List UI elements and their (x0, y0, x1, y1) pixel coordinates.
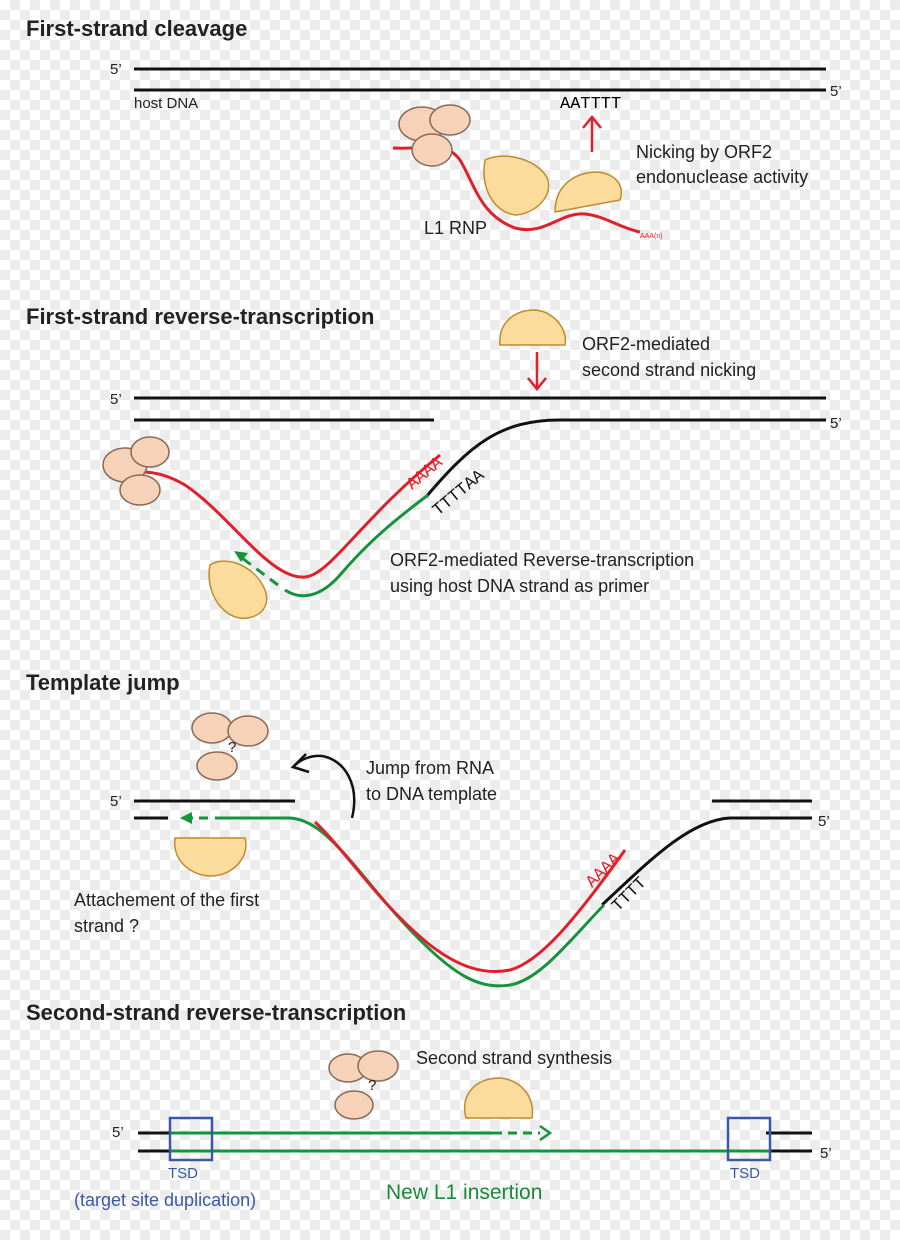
first-strand-cdna (284, 493, 429, 598)
cdna-arrowhead (180, 812, 192, 824)
l1-rna-strand (313, 820, 627, 974)
jump-arrowhead (290, 753, 310, 774)
orf1-protein-trimer (102, 436, 170, 506)
section-title: Template jump (26, 670, 180, 695)
polya-sequence: AAAA (404, 453, 448, 494)
l1-rnp-label: L1 RNP (424, 218, 487, 238)
five-prime-label: 5’ (820, 1145, 832, 1162)
polya-tail-label: AAA(n) (640, 233, 663, 240)
section-second-strand-rt: Second-strand reverse-transcription ? Se… (26, 1000, 832, 1210)
jump-label-line1: Jump from RNA (366, 758, 494, 778)
rt-label-line1: ORF2-mediated Reverse-transcription (390, 550, 694, 570)
cdna-arrowhead (234, 551, 248, 562)
jump-label-line2: to DNA template (366, 784, 497, 804)
tsd-box-right (726, 1116, 772, 1162)
host-dna-label: host DNA (134, 95, 198, 112)
attach-label-line2: strand ? (74, 916, 139, 936)
orf2-protein (499, 309, 567, 346)
orf2-protein (483, 155, 550, 216)
five-prime-label: 5’ (112, 1124, 124, 1141)
synthesis-label: Second strand synthesis (416, 1048, 612, 1068)
section-first-strand-cleavage: First-strand cleavage 5’ 5’ host DNA AAT… (26, 16, 842, 240)
section-title: First-strand cleavage (26, 16, 247, 41)
section-title: First-strand reverse-transcription (26, 304, 374, 329)
first-strand-cdna (215, 816, 606, 988)
nicking2-label-line1: ORF2-mediated (582, 334, 710, 354)
orf1-protein-trimer (328, 1050, 399, 1120)
five-prime-label: 5’ (110, 793, 122, 810)
tsd-label-left: TSD (168, 1165, 198, 1182)
unknown-role-question: ? (228, 739, 236, 756)
orf2-protein (208, 560, 268, 619)
target-site-sequence: AATTTT (560, 95, 621, 114)
section-template-jump: Template jump ? Jump from RNA to DNA tem… (26, 670, 830, 988)
orf1-protein-trimer (191, 712, 269, 781)
orf1-protein-trimer (398, 104, 471, 167)
tsd-box-left (168, 1116, 214, 1162)
rt-label-line2: using host DNA strand as primer (390, 576, 649, 596)
orf2-protein (464, 1077, 534, 1119)
nicking-arrow (582, 115, 602, 152)
jump-arrow (293, 754, 356, 819)
five-prime-label: 5’ (818, 813, 830, 830)
tsd-full-label: (target site duplication) (74, 1190, 256, 1210)
nicking-label-line2: endonuclease activity (636, 167, 808, 187)
unknown-role-question: ? (368, 1077, 376, 1094)
host-dna-bottom-right (600, 816, 812, 907)
attach-label-line1: Attachement of the first (74, 890, 259, 910)
nicking-label-line1: Nicking by ORF2 (636, 142, 772, 162)
tsd-label-right: TSD (730, 1165, 760, 1182)
cdna-synthesis-direction (237, 553, 279, 587)
orf2-protein (554, 171, 622, 213)
host-dna-bottom-right-primer (424, 418, 826, 498)
host-tttt-sequence: TTTT (609, 874, 651, 916)
second-strand-arrowhead (539, 1124, 553, 1142)
new-insertion-label: New L1 insertion (386, 1181, 542, 1204)
section-first-strand-rt: First-strand reverse-transcription ORF2-… (26, 304, 842, 619)
five-prime-label: 5’ (830, 415, 842, 432)
l1-rna-strand (109, 453, 441, 579)
second-strand-nick-arrow (527, 352, 547, 391)
five-prime-label: 5’ (110, 391, 122, 408)
orf2-protein (174, 837, 247, 877)
nicking2-label-line2: second strand nicking (582, 360, 756, 380)
five-prime-label: 5’ (110, 61, 122, 78)
five-prime-label: 5’ (830, 83, 842, 100)
section-title: Second-strand reverse-transcription (26, 1000, 406, 1025)
